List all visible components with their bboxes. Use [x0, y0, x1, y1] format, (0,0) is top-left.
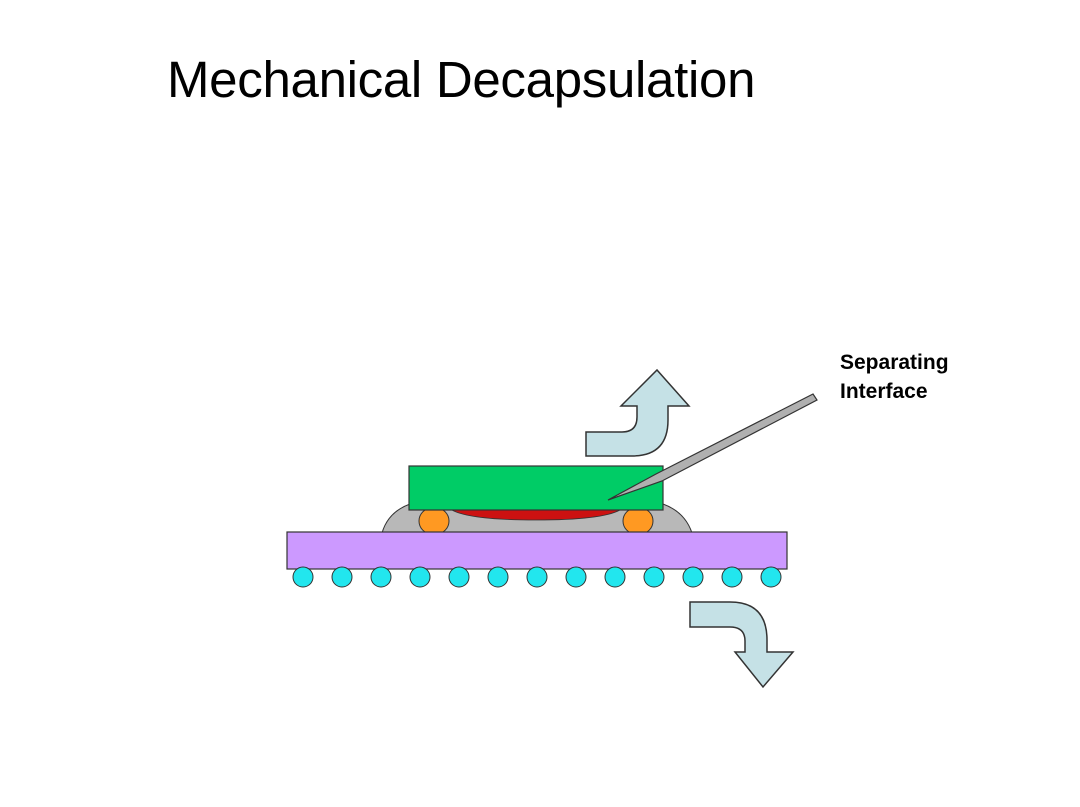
separating-interface-label: Separating Interface — [840, 348, 949, 406]
solder-ball — [292, 566, 314, 588]
callout-line-2: Interface — [840, 380, 928, 403]
solder-ball — [370, 566, 392, 588]
curved-up-arrow-icon — [585, 368, 691, 457]
adhesive-layer — [450, 509, 622, 521]
probe-blade — [607, 393, 818, 501]
solder-ball — [526, 566, 548, 588]
solder-ball — [448, 566, 470, 588]
curved-down-arrow-icon — [689, 601, 795, 689]
callout-line-1: Separating — [840, 351, 949, 374]
package-substrate — [286, 531, 788, 570]
solder-ball — [487, 566, 509, 588]
solder-bump-left — [418, 507, 450, 535]
solder-ball — [604, 566, 626, 588]
solder-ball — [565, 566, 587, 588]
slide-title: Mechanical Decapsulation — [167, 51, 756, 108]
solder-ball — [760, 566, 782, 588]
solder-ball-array — [292, 566, 782, 588]
silicon-die — [408, 465, 664, 511]
solder-bump-right — [622, 507, 654, 535]
solder-ball — [682, 566, 704, 588]
solder-ball — [409, 566, 431, 588]
solder-ball — [643, 566, 665, 588]
solder-ball — [331, 566, 353, 588]
solder-ball — [721, 566, 743, 588]
